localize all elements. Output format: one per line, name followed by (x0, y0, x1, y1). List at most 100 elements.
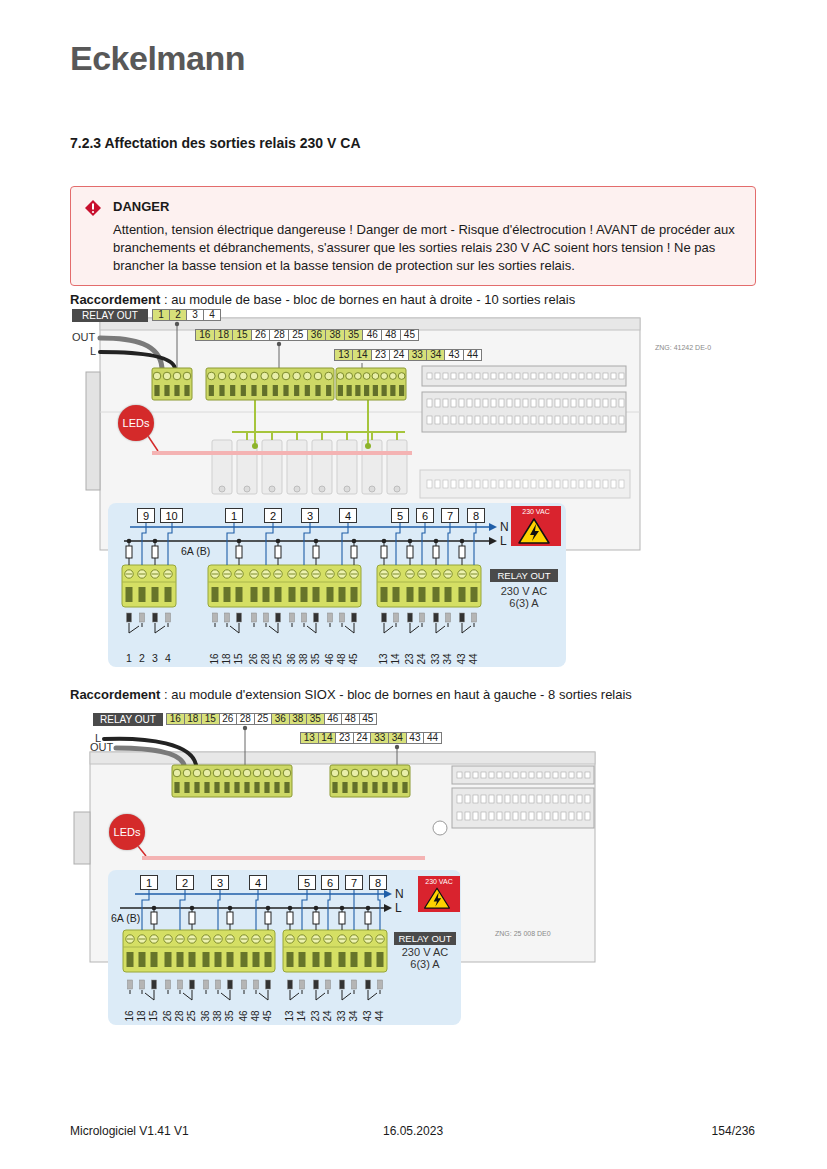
led-row (152, 451, 412, 455)
terminal-slot (174, 782, 179, 793)
connector-pin (529, 812, 534, 820)
contact-terminal (228, 980, 233, 989)
fuse-symbol (459, 546, 465, 558)
terminal-slot (241, 952, 248, 967)
part-number: ZNG: 41242 DE-0 (655, 343, 711, 352)
section-label: Raccordement (70, 687, 160, 703)
pin-number: 16 (209, 651, 221, 667)
contact-stub (206, 990, 207, 994)
terminal-slot (254, 782, 259, 793)
relay-body (287, 440, 307, 494)
screw-slot (299, 939, 305, 940)
output-wire (168, 523, 172, 565)
connector-pin (467, 399, 472, 407)
connector-pin (507, 399, 512, 407)
terminal-screw (235, 570, 243, 578)
connector-pin (467, 416, 472, 424)
contact-stub (304, 623, 305, 627)
terminal-slot (325, 952, 332, 967)
contact-terminal (326, 980, 331, 989)
output-wire (474, 523, 476, 565)
output-number-text: 1 (231, 510, 237, 522)
danger-diamond (85, 200, 101, 216)
junction-dot (314, 906, 319, 911)
connector-pin (545, 812, 550, 820)
connector-pin (547, 373, 552, 379)
contact-switch (129, 623, 139, 633)
terminal-number: 24 (353, 732, 372, 744)
terminal-slot (219, 385, 224, 396)
connector-pin (545, 795, 550, 803)
terminal-slot (165, 952, 172, 967)
section-text: : au module d'extension SIOX - bloc de b… (164, 687, 632, 703)
screw-slot (381, 574, 387, 575)
terminal-slot (365, 952, 372, 967)
connector-pin (563, 480, 568, 488)
terminal-screw (218, 372, 226, 380)
terminal-slot (338, 385, 343, 396)
connector-pin (491, 480, 496, 488)
terminal-screw (233, 769, 241, 777)
terminal-screw (164, 570, 172, 578)
connector-pin (459, 480, 464, 488)
terminal-slot (265, 952, 272, 967)
terminal-screw (240, 935, 248, 943)
screw-slot (151, 939, 157, 940)
terminal-number: 3 (186, 309, 204, 321)
danger-notice: DANGERAttention, tension électrique dang… (70, 186, 756, 286)
housing-hole (433, 821, 447, 835)
connector-pin (553, 812, 558, 820)
terminal-slot (326, 385, 331, 396)
contact-terminal (254, 980, 259, 989)
connector-pin (473, 795, 478, 803)
output-number-text: 3 (307, 510, 313, 522)
terminal-slot (362, 782, 367, 793)
contact-terminal (264, 613, 269, 622)
terminal-slot (227, 952, 234, 967)
terminal-screw (263, 769, 271, 777)
terminal-slot (351, 587, 358, 602)
lightning-bolt (530, 524, 539, 541)
connector-pin (595, 480, 600, 488)
terminal-slot (212, 587, 219, 602)
junction-dot (352, 539, 357, 544)
terminal-slot (382, 782, 387, 793)
connector-pin (473, 772, 478, 778)
terminal-screw (262, 570, 270, 578)
connector-pin (465, 772, 470, 778)
fuse-symbol (339, 912, 345, 924)
connector-pin (577, 772, 582, 778)
terminal-slot (224, 782, 229, 793)
terminal-number: 35 (306, 713, 325, 725)
terminal-slot (287, 952, 294, 967)
screw-slot (393, 574, 399, 575)
connector-pin (545, 772, 550, 778)
pin-number: 48 (336, 651, 348, 667)
connector-pin (537, 812, 542, 820)
relay-link (246, 432, 248, 440)
leader-dot (243, 726, 247, 730)
terminal-number: 14 (318, 732, 337, 744)
connector-pin (443, 416, 448, 424)
connector-pin (537, 772, 542, 778)
connector-pin (529, 795, 534, 803)
connector-pin (619, 480, 624, 488)
terminal-slot (305, 385, 310, 396)
contact-terminal (340, 613, 345, 622)
terminal-slot (299, 952, 306, 967)
screw-slot (203, 939, 209, 940)
screw-slot (165, 574, 171, 575)
connector-pin (579, 480, 584, 488)
output-wire (142, 523, 146, 565)
connector-pin (619, 373, 624, 379)
connector-pin (619, 399, 624, 407)
terminal-block (283, 930, 387, 972)
pin-number: 28 (260, 651, 272, 667)
contact-stub (266, 623, 267, 627)
connector-pin (603, 373, 608, 379)
connector-pin (505, 795, 510, 803)
terminal-slot (139, 952, 146, 967)
contact-switch (345, 623, 354, 633)
terminal-screw (376, 935, 384, 943)
contact-terminal (152, 980, 157, 989)
